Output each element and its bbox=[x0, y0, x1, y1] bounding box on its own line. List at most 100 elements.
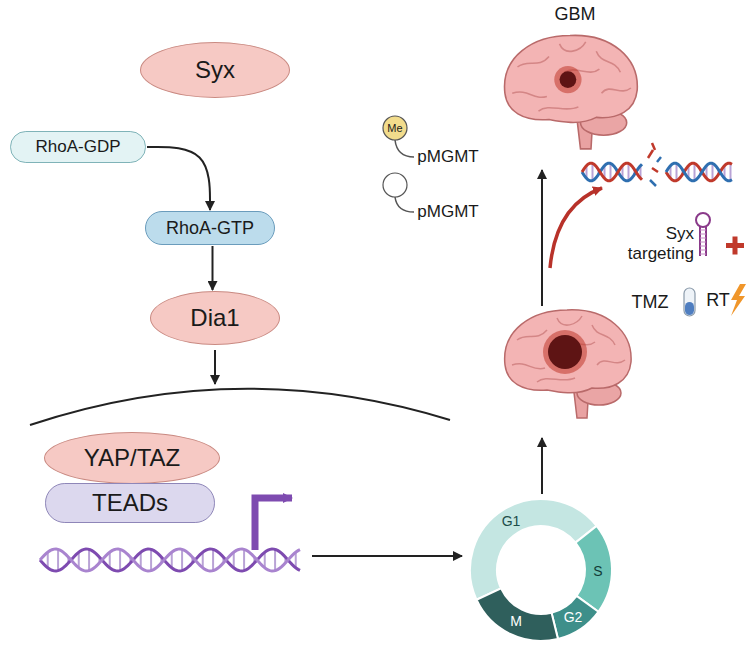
damaged-dna-rung bbox=[694, 163, 696, 180]
protein-oval: Dia1 bbox=[150, 291, 280, 345]
hairpin-pair bbox=[700, 246, 706, 247]
damaged-dna-rung bbox=[610, 163, 612, 180]
cycle-phase bbox=[477, 588, 558, 641]
dna-helix bbox=[40, 549, 300, 571]
damaged-dna-rung bbox=[628, 163, 630, 180]
hairpin-loop bbox=[696, 213, 710, 227]
cell-cycle bbox=[470, 499, 612, 641]
brain-gyrus bbox=[537, 378, 575, 382]
cerebrum bbox=[505, 310, 631, 393]
brain-gyrus bbox=[518, 57, 550, 68]
damaged-dna-rung bbox=[592, 163, 594, 180]
node-label: YAP/TAZ bbox=[84, 444, 180, 472]
annotation-label: RT bbox=[706, 290, 730, 311]
annotation-label: TMZ bbox=[632, 292, 669, 313]
protein-pill: RhoA-GTP bbox=[145, 211, 275, 245]
flow-arrow bbox=[541, 170, 543, 306]
brain-illustration bbox=[505, 310, 631, 418]
brain-gyrus bbox=[597, 360, 625, 365]
annotation-label: GBM bbox=[554, 4, 595, 25]
signal-arrow bbox=[212, 246, 214, 290]
node-label: TEADs bbox=[92, 489, 168, 517]
damaged-dna-rung bbox=[712, 163, 714, 180]
dna-rung bbox=[274, 549, 276, 570]
test-tube bbox=[684, 288, 695, 316]
damaged-dna-strand bbox=[666, 163, 732, 181]
cerebrum bbox=[505, 35, 638, 122]
tumor-halo bbox=[554, 66, 581, 93]
hairpin-pair bbox=[700, 234, 706, 235]
tumor-halo bbox=[543, 330, 587, 374]
dna-rung bbox=[119, 549, 121, 570]
cycle-phase-label: G1 bbox=[502, 513, 521, 529]
annotation-label: pMGMT bbox=[417, 202, 478, 222]
dna-fragment bbox=[650, 157, 661, 186]
annotation-label: Syx targeting bbox=[610, 224, 694, 263]
brain-gyrus bbox=[557, 316, 582, 325]
sirna-hairpin bbox=[696, 213, 710, 256]
dna-rung bbox=[57, 549, 59, 570]
node-label: RhoA-GTP bbox=[166, 218, 254, 239]
protein-oval: Syx bbox=[140, 42, 290, 98]
brain-gyrus bbox=[512, 92, 547, 97]
dna-rung bbox=[212, 549, 214, 570]
methyl-circle bbox=[383, 116, 407, 140]
flow-arrow bbox=[541, 438, 543, 494]
node-label: Syx bbox=[195, 56, 235, 84]
dna-rung bbox=[150, 549, 152, 570]
tumor bbox=[560, 71, 577, 88]
damage-arrow bbox=[550, 188, 602, 268]
protein-oval: YAP/TAZ bbox=[44, 432, 220, 484]
brain-gyrus bbox=[539, 107, 579, 111]
damaged-dna-strand bbox=[582, 163, 642, 181]
flow-arrow bbox=[312, 555, 462, 557]
dna-fragment bbox=[648, 143, 658, 172]
hairpin-pair bbox=[700, 230, 706, 231]
brain-illustration bbox=[505, 35, 638, 149]
cycle-phase bbox=[552, 596, 599, 639]
dna-rung bbox=[243, 549, 245, 570]
signal-arrow bbox=[214, 350, 216, 384]
dna-strand bbox=[40, 549, 300, 571]
brain-gyrus bbox=[596, 51, 620, 72]
unmethyl-circle bbox=[383, 173, 407, 197]
brain-gyrus bbox=[517, 330, 547, 340]
cycle-phase-label: G2 bbox=[564, 609, 583, 625]
cycle-phase-label: S bbox=[593, 563, 602, 579]
damaged-dna-strand bbox=[582, 163, 642, 181]
damaged-dna-strand bbox=[666, 163, 732, 181]
test-tube-liquid bbox=[685, 302, 694, 315]
dna-strand bbox=[40, 549, 300, 571]
protein-pill: RhoA-GDP bbox=[10, 131, 146, 163]
node-label: Dia1 bbox=[190, 304, 239, 332]
cycle-phase-label: M bbox=[510, 613, 522, 629]
protein-pill: TEADs bbox=[45, 483, 215, 523]
hairpin-pair bbox=[700, 254, 706, 255]
plus-symbol bbox=[733, 237, 738, 255]
node-label: RhoA-GDP bbox=[35, 137, 120, 157]
hairpin-pair bbox=[700, 250, 706, 251]
hairpin-pair bbox=[700, 242, 706, 243]
transcription-arrow bbox=[255, 498, 292, 550]
tumor bbox=[548, 335, 582, 369]
lightning-bolt bbox=[731, 284, 746, 316]
brain-gyrus bbox=[602, 88, 631, 93]
dna-rung bbox=[181, 549, 183, 570]
signal-arrow bbox=[147, 147, 210, 210]
promoter-stalk bbox=[395, 140, 414, 157]
brain-gyrus bbox=[592, 325, 615, 345]
damaged-dna-rung bbox=[730, 163, 732, 180]
cycle-phase bbox=[470, 499, 597, 600]
promoter-stalk bbox=[395, 197, 414, 212]
annotation-label: pMGMT bbox=[417, 147, 478, 167]
brain-gyrus bbox=[560, 42, 586, 52]
hairpin-pair bbox=[700, 238, 706, 239]
annotation-label: Me bbox=[387, 122, 402, 135]
dna-rung bbox=[88, 549, 90, 570]
damaged-dna bbox=[582, 143, 732, 186]
brain-gyrus bbox=[512, 364, 545, 369]
